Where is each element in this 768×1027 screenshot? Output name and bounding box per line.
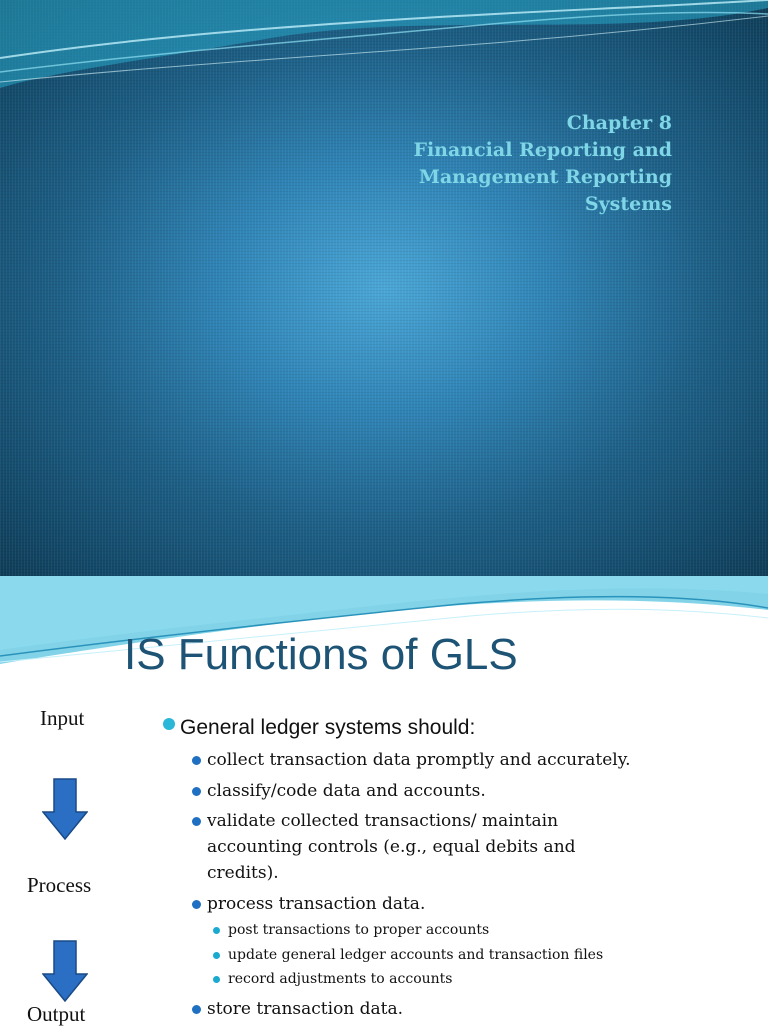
flow-process-label: Process <box>27 873 92 897</box>
bullet-dot-icon <box>163 718 175 730</box>
content-slide <box>0 576 768 1024</box>
sub-bullet-dot-icon <box>213 976 220 983</box>
bullet-dot-icon <box>192 1005 201 1014</box>
bullet-dot-icon <box>192 817 201 826</box>
bullet-process: process transaction data. <box>207 894 426 914</box>
header-wave-decoration <box>0 0 768 88</box>
title-slide: Chapter 8 Financial Reporting and Manage… <box>0 0 768 576</box>
sub-bullet-dot-icon <box>213 927 220 934</box>
bullet-store: store transaction data. <box>207 999 404 1019</box>
bullet-dot-icon <box>192 756 201 765</box>
flow-input-label: Input <box>40 706 85 730</box>
bullet-main: General ledger systems should: <box>180 716 476 739</box>
bullet-classify: classify/code data and accounts. <box>207 781 486 801</box>
title-line-2: Financial Reporting and <box>413 139 672 161</box>
title-line-1: Chapter 8 <box>566 112 672 134</box>
bullet-validate-line1: validate collected transactions/ maintai… <box>207 811 559 831</box>
slide-background-texture <box>0 0 768 576</box>
sub-bullet-post: post transactions to proper accounts <box>228 922 490 938</box>
sub-bullet-record: record adjustments to accounts <box>228 971 453 987</box>
slide-title: Chapter 8 Financial Reporting and Manage… <box>413 110 672 218</box>
sub-bullet-update: update general ledger accounts and trans… <box>228 947 604 963</box>
bullet-dot-icon <box>192 900 201 909</box>
bullet-collect: collect transaction data promptly and ac… <box>207 750 631 770</box>
bullet-dot-icon <box>192 787 201 796</box>
sub-bullet-dot-icon <box>213 952 220 959</box>
down-arrow-icon <box>42 778 88 840</box>
title-line-4: Systems <box>584 193 672 215</box>
flow-output-label: Output <box>27 1002 86 1026</box>
down-arrow-icon <box>42 940 88 1002</box>
bullet-validate-line3: credits). <box>207 863 279 883</box>
title-line-3: Management Reporting <box>418 166 672 188</box>
page-title: IS Functions of GLS <box>124 630 518 679</box>
content-header-wave <box>0 576 768 664</box>
bullet-validate-line2: accounting controls (e.g., equal debits … <box>207 837 576 857</box>
